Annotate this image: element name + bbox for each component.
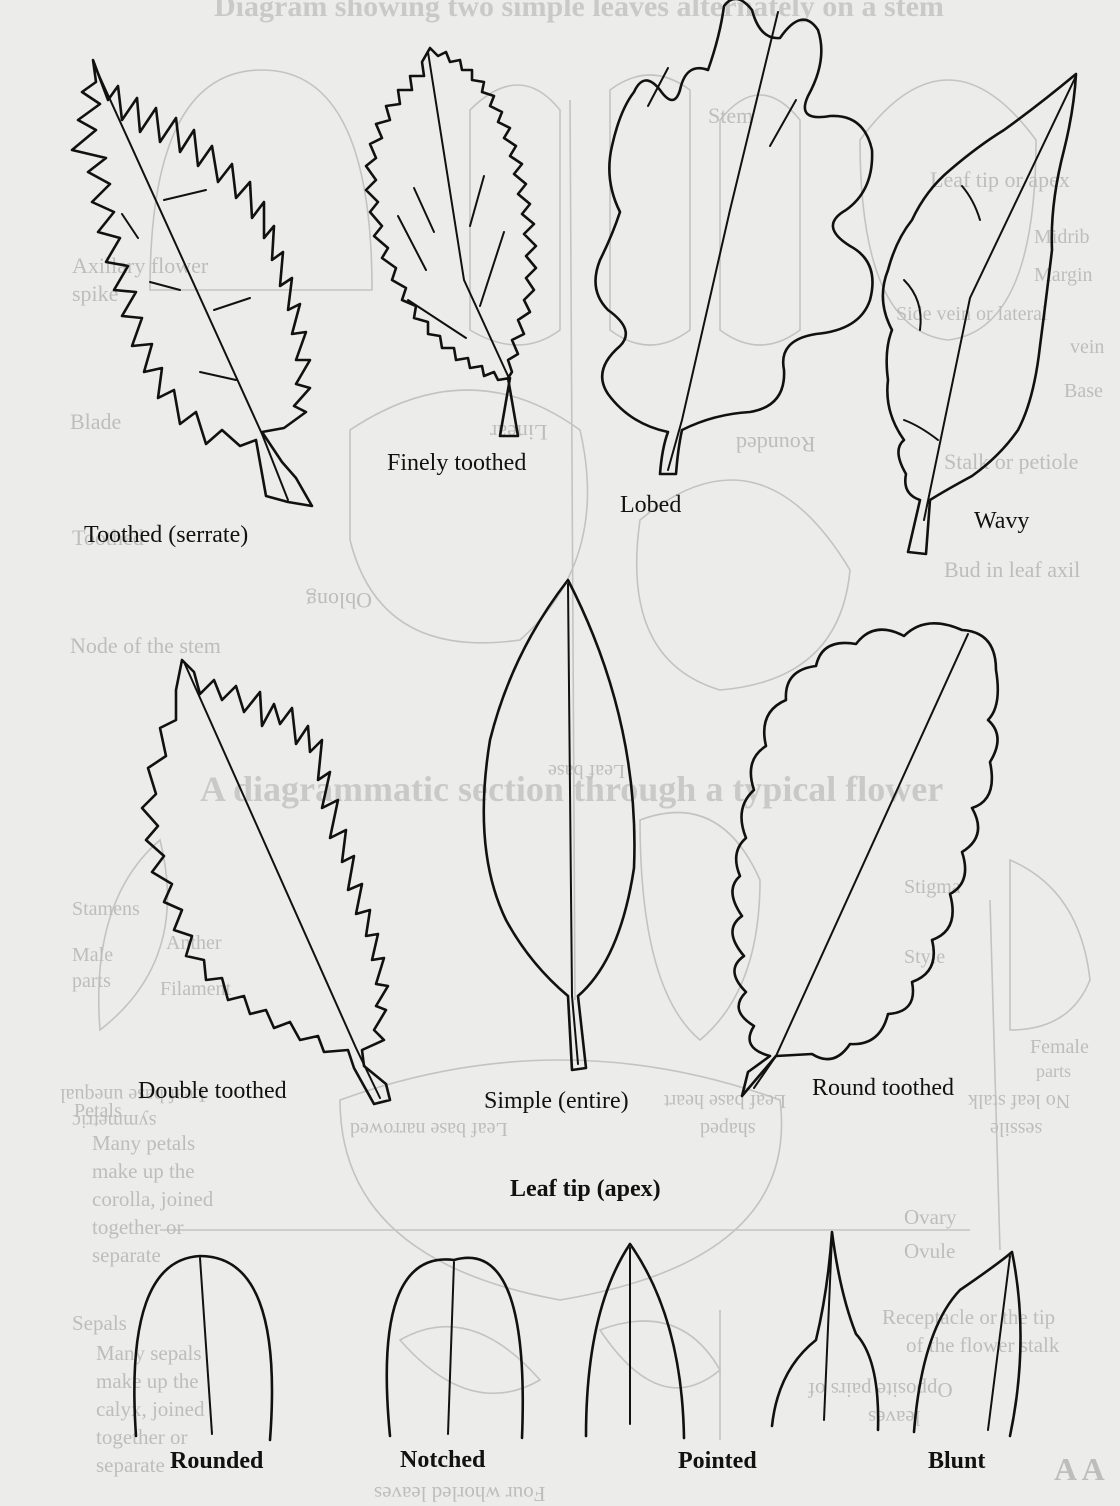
apex-pointed-diagram (586, 1244, 684, 1438)
label-double-toothed: Double toothed (138, 1079, 287, 1103)
label-tip-blunt: Blunt (928, 1449, 985, 1473)
lobed-leaf (596, 0, 873, 474)
apex-extra-diagram (914, 1252, 1021, 1436)
tip-section-title: Leaf tip (apex) (510, 1177, 661, 1201)
apex-blunt-diagram (772, 1232, 878, 1430)
finely-toothed-leaf (366, 48, 536, 436)
label-tip-notched: Notched (400, 1448, 485, 1472)
label-simple-entire: Simple (entire) (484, 1089, 629, 1113)
label-lobed: Lobed (620, 493, 681, 517)
label-tip-pointed: Pointed (678, 1449, 757, 1473)
label-round-toothed: Round toothed (812, 1076, 954, 1100)
double-toothed-leaf (142, 660, 390, 1104)
label-tip-rounded: Rounded (170, 1449, 263, 1473)
label-toothed-serrate: Toothed (serrate) (84, 523, 248, 547)
wavy-leaf (883, 74, 1076, 554)
apex-rounded-diagram (134, 1256, 272, 1440)
simple-entire-leaf (484, 580, 635, 1070)
round-toothed-leaf (732, 623, 997, 1096)
apex-notched-diagram (387, 1258, 523, 1438)
label-finely-toothed: Finely toothed (387, 451, 526, 475)
toothed-serrate-leaf (72, 60, 312, 506)
label-wavy: Wavy (974, 509, 1029, 533)
